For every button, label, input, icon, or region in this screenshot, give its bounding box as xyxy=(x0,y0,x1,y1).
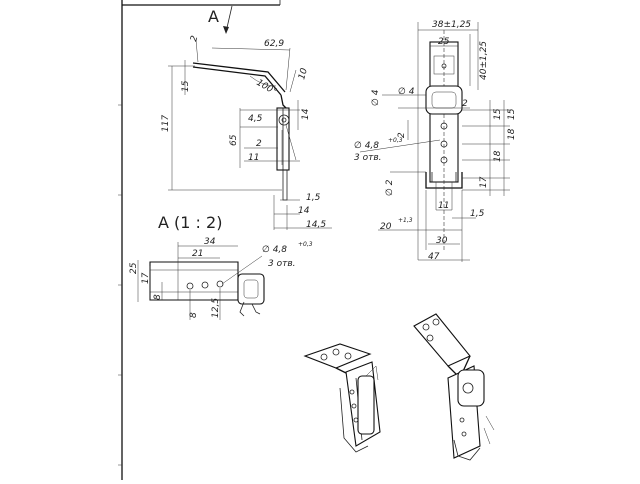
dim-11: 11 xyxy=(248,153,259,163)
dim-8: 8 xyxy=(153,294,163,300)
dim-65: 65 xyxy=(229,134,239,146)
view-label-a: A xyxy=(208,7,219,26)
dim-1-5: 1,5 xyxy=(470,209,485,219)
dim-dia4-8-tol: +0,3 xyxy=(388,137,403,144)
dim-117: 117 xyxy=(161,115,171,132)
isometric-view-right xyxy=(413,313,495,461)
dim-holes: 3 отв. xyxy=(268,259,296,269)
dim-1-5: 1,5 xyxy=(306,193,321,203)
dim-25: 25 xyxy=(438,37,450,47)
dim-17: 17 xyxy=(479,176,489,188)
dim-holes: 3 отв. xyxy=(354,153,382,163)
dim-15-b: 15 xyxy=(507,108,517,120)
dim-21: 21 xyxy=(192,249,203,259)
dim-20-tol: +1,3 xyxy=(398,217,413,224)
side-view: A 117 15 2 62,9 10 100° 4,5 14 xyxy=(161,5,332,230)
dim-62-9: 62,9 xyxy=(264,39,284,49)
dim-2: 2 xyxy=(189,34,200,42)
dim-10: 10 xyxy=(297,67,310,81)
dim-dia4-b: ∅ 4 xyxy=(398,87,415,97)
dim-15: 15 xyxy=(181,80,191,92)
dim-4-5: 4,5 xyxy=(248,114,263,124)
dim-15-a: 15 xyxy=(493,108,503,120)
dim-18-b: 18 xyxy=(507,128,517,140)
dim-18-a: 18 xyxy=(493,150,503,162)
dim-38: 38±1,25 xyxy=(432,20,471,30)
dim-25: 25 xyxy=(129,262,139,274)
isometric-view-left xyxy=(303,343,381,453)
dim-dia2: ∅ 2 xyxy=(385,179,395,196)
dim-dia4-a: ∅ 4 xyxy=(371,89,381,106)
dim-2b: 2 xyxy=(256,139,262,149)
dim-dia4-8-tol: +0,3 xyxy=(298,241,313,248)
dim-17: 17 xyxy=(141,272,151,284)
detail-title: A (1 : 2) xyxy=(158,213,222,232)
dim-34: 34 xyxy=(204,237,216,247)
dim-dia4-8: ∅ 4,8 xyxy=(354,141,379,151)
dim-30: 30 xyxy=(436,236,448,246)
dim-20: 20 xyxy=(380,222,392,232)
dim-11: 11 xyxy=(438,201,449,211)
dim-14-5: 14,5 xyxy=(306,220,326,230)
dim-40: 40±1,25 xyxy=(479,41,489,80)
sheet-frame xyxy=(118,0,281,480)
dim-2c: 2 xyxy=(397,132,407,138)
dim-8b: 8 xyxy=(189,312,199,318)
dim-2: 2 xyxy=(462,99,468,109)
dim-47: 47 xyxy=(428,252,440,262)
dim-14-top: 14 xyxy=(301,108,311,120)
dim-dia4-8: ∅ 4,8 xyxy=(262,245,287,255)
dim-12-5: 12,5 xyxy=(211,298,221,318)
dim-14: 14 xyxy=(298,206,310,216)
front-view: 38±1,25 25 40±1,25 ∅ 4 ∅ 4 2 ∅ 4,8 +0,3 … xyxy=(354,20,517,262)
detail-view-a: A (1 : 2) 34 21 ∅ 4,8 +0,3 3 отв. 25 17 … xyxy=(129,213,313,320)
